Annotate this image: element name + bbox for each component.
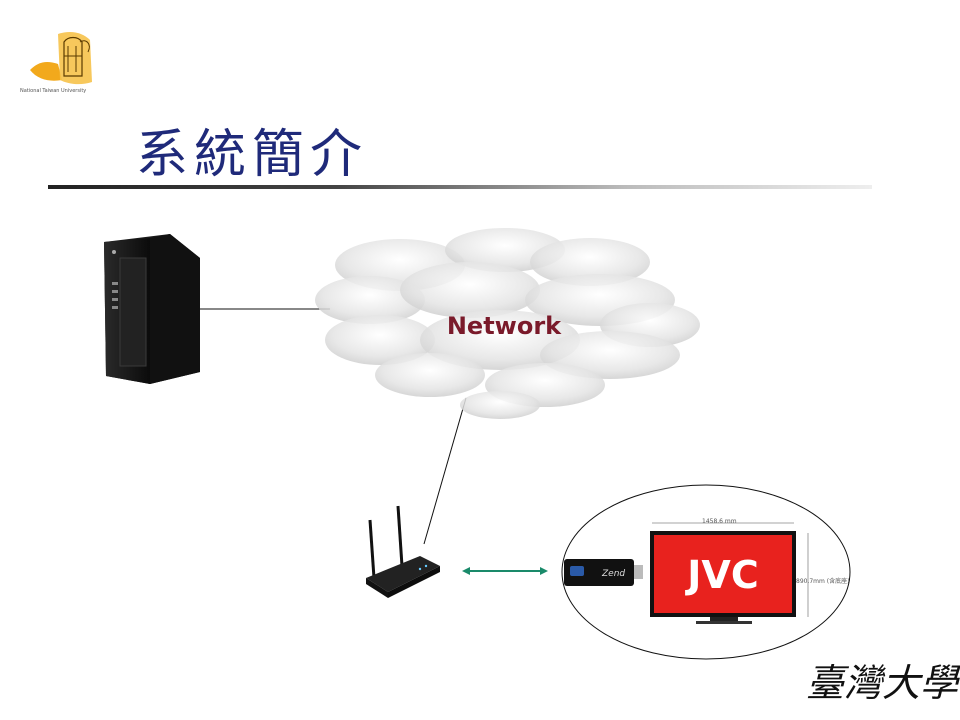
title-divider bbox=[48, 185, 872, 189]
tv-width-label: 1458.6 mm bbox=[702, 518, 737, 525]
page-title: 系統簡介 bbox=[136, 125, 369, 185]
device-group-ellipse bbox=[561, 484, 851, 660]
tv-brand-label: JVC bbox=[684, 553, 758, 597]
wifi-router-icon bbox=[366, 505, 440, 598]
compute-stick-icon bbox=[564, 559, 643, 586]
network-label: Network bbox=[447, 312, 562, 340]
server-tower-icon bbox=[104, 234, 200, 384]
bidirectional-connector-arrow bbox=[462, 567, 548, 575]
network-router-link bbox=[423, 397, 467, 545]
dongle-label: Zend bbox=[601, 569, 625, 579]
university-signature: 臺灣大學 bbox=[806, 661, 959, 705]
tv-height-label: 890.7mm (含底座) bbox=[796, 578, 850, 585]
tv-icon bbox=[650, 522, 809, 624]
university-logo-icon bbox=[30, 32, 92, 85]
logo-caption: National Taiwan University bbox=[20, 88, 87, 94]
network-cloud bbox=[315, 228, 700, 419]
